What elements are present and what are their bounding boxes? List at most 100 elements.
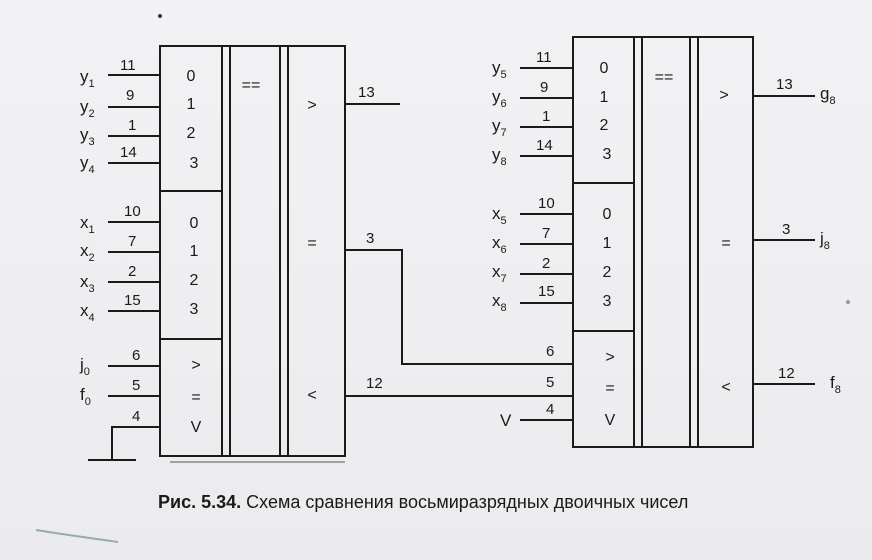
wire-left-eq-to-right-gt xyxy=(345,249,573,365)
signal-label: y6 xyxy=(492,87,507,110)
input-cell-label: 2 xyxy=(600,117,609,134)
signal-label: x8 xyxy=(492,291,507,314)
left-output-leads xyxy=(345,103,573,397)
input-cell-label: 1 xyxy=(603,235,612,252)
signal-label: f8 xyxy=(830,373,841,396)
figure-caption-text: Схема сравнения восьмиразрядных двоичных… xyxy=(246,492,689,512)
output-cell-label: < xyxy=(721,379,730,396)
signal-label: x7 xyxy=(492,262,507,285)
pencil-mark xyxy=(35,529,119,543)
pin-number: 6 xyxy=(546,343,554,360)
signal-label: y1 xyxy=(80,67,95,90)
pin-number: 15 xyxy=(538,283,555,300)
pin-number: 13 xyxy=(776,76,793,93)
figure-caption-label: Рис. 5.34. xyxy=(158,492,242,512)
right-function-label: == xyxy=(655,69,674,86)
signal-label: x1 xyxy=(80,213,95,236)
input-cell-label: 3 xyxy=(190,301,199,318)
pin-number: 1 xyxy=(542,108,550,125)
signal-label: f0 xyxy=(80,385,91,408)
lead-v-ground xyxy=(111,426,160,460)
pin-number: 2 xyxy=(128,263,136,280)
output-cell-label: > xyxy=(719,87,728,104)
input-cell-label: 2 xyxy=(603,264,612,281)
input-cell-label: 1 xyxy=(187,96,196,113)
input-cell-label: V xyxy=(191,419,202,436)
signal-label: y4 xyxy=(80,153,95,176)
pin-number: 1 xyxy=(128,117,136,134)
signal-label: g8 xyxy=(820,84,836,107)
pin-number: 11 xyxy=(536,49,552,66)
signal-label: x3 xyxy=(80,272,95,295)
input-cell-label: 0 xyxy=(600,60,609,77)
right-x-inputs: x5 10 0 x6 7 1 x7 2 2 x8 15 3 xyxy=(492,195,612,314)
input-cell-label: 2 xyxy=(187,125,196,142)
pin-number: 12 xyxy=(778,365,795,382)
pin-number: 7 xyxy=(542,225,550,242)
output-cell-label: > xyxy=(307,97,316,114)
pin-number: 14 xyxy=(120,144,137,161)
paper-speck xyxy=(846,300,850,304)
signal-label: x6 xyxy=(492,233,507,256)
output-cell-label: < xyxy=(307,387,316,404)
signal-label: j8 xyxy=(819,229,830,252)
input-cell-label: 1 xyxy=(600,89,609,106)
pin-number: 11 xyxy=(120,57,136,74)
signal-label: y5 xyxy=(492,58,507,81)
pin-number: 5 xyxy=(132,377,140,394)
pin-number: 2 xyxy=(542,255,550,272)
input-cell-label: 0 xyxy=(187,68,196,85)
left-outputs: > 13 = 3 < 12 xyxy=(307,84,382,404)
output-cell-label: = xyxy=(721,235,730,252)
input-cell-label: 0 xyxy=(190,215,199,232)
right-input-leads xyxy=(520,67,573,421)
pin-number: 14 xyxy=(536,137,553,154)
paper-speck xyxy=(158,14,162,18)
signal-label: y2 xyxy=(80,97,95,120)
right-comparator-frame xyxy=(572,36,754,448)
signal-label: y8 xyxy=(492,145,507,168)
input-cell-label: V xyxy=(605,412,616,429)
input-cell-label: = xyxy=(605,380,614,397)
input-cell-label: 0 xyxy=(603,206,612,223)
input-cell-label: 3 xyxy=(603,146,612,163)
input-cell-label: = xyxy=(191,389,200,406)
signal-label: x4 xyxy=(80,301,95,324)
pin-number: 9 xyxy=(126,87,134,104)
signal-label: y3 xyxy=(80,125,95,148)
figure-caption: Рис. 5.34. Схема сравнения восьмиразрядн… xyxy=(158,492,798,513)
left-function-label: == xyxy=(242,77,261,94)
signal-label: y7 xyxy=(492,116,507,139)
left-cascade-inputs: j0 6 > f0 5 = 4 V xyxy=(79,347,202,436)
pin-number: 12 xyxy=(366,375,383,392)
input-cell-label: 3 xyxy=(190,155,199,172)
left-y-inputs: y1 11 0 y2 9 1 y3 1 2 y4 14 3 xyxy=(80,57,199,176)
right-output-leads xyxy=(753,95,815,385)
input-cell-label: 3 xyxy=(603,293,612,310)
left-x-inputs: x1 10 0 x2 7 1 x3 2 2 x4 15 3 xyxy=(80,203,199,324)
pin-number: 10 xyxy=(124,203,141,220)
pin-number: 3 xyxy=(782,221,790,238)
output-cell-label: = xyxy=(307,235,316,252)
pin-number: 3 xyxy=(366,230,374,247)
input-cell-label: > xyxy=(191,357,200,374)
pin-number: 5 xyxy=(546,374,554,391)
pin-number: 10 xyxy=(538,195,555,212)
signal-label: x2 xyxy=(80,241,95,264)
right-comparator xyxy=(572,36,754,448)
pin-number: 7 xyxy=(128,233,136,250)
pin-number: 9 xyxy=(540,79,548,96)
right-y-inputs: y5 11 0 y6 9 1 y7 1 2 y8 14 3 xyxy=(492,49,612,168)
pin-number: 4 xyxy=(546,401,554,418)
signal-label: j0 xyxy=(79,355,90,378)
pin-number: 4 xyxy=(132,408,140,425)
left-input-leads xyxy=(88,74,160,461)
pin-number: 13 xyxy=(358,84,375,101)
input-cell-label: > xyxy=(605,349,614,366)
right-outputs: > 13 g8 = 3 j8 < 12 f8 xyxy=(719,76,841,396)
signal-label: x5 xyxy=(492,204,507,227)
right-cascade-inputs: 6 > 5 = V 4 V xyxy=(500,343,616,430)
signal-label: V xyxy=(500,411,512,430)
pin-number: 15 xyxy=(124,292,141,309)
